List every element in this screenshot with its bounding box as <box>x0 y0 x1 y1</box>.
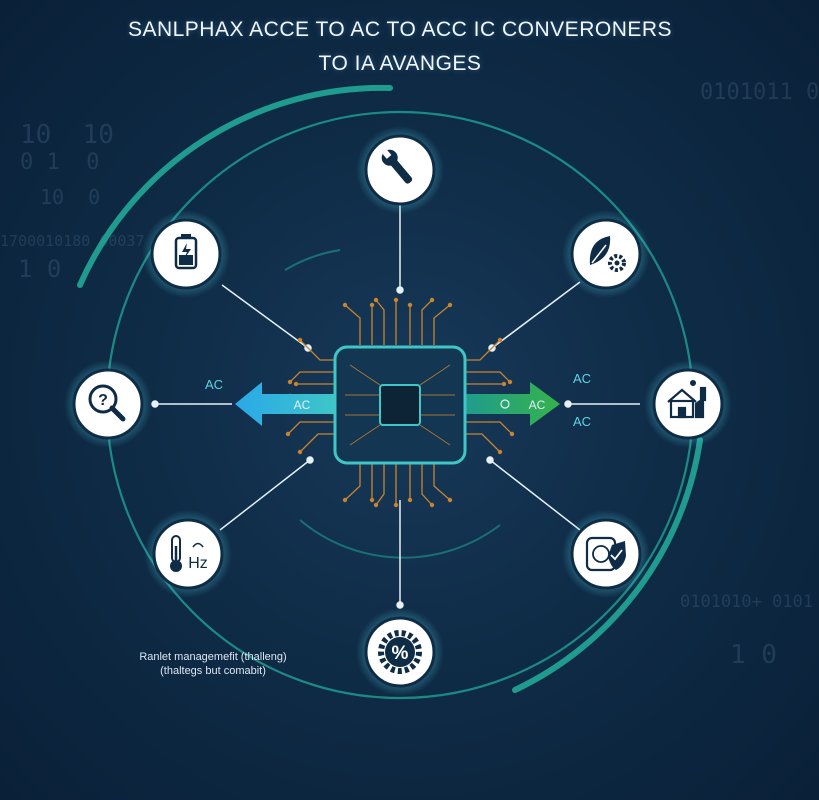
socket-shield-icon <box>585 536 626 572</box>
central-chip <box>333 345 467 465</box>
chip-core <box>379 384 421 426</box>
bg-digits-8: 0101010+ 0101 <box>680 592 814 612</box>
connector-dot <box>396 601 404 609</box>
node-bottom: % <box>356 608 444 696</box>
note-line-2: (thaltegs but comabit) <box>160 665 266 677</box>
converter-diagram: AC AC AC AC AC <box>64 84 732 700</box>
percent-glyph: % <box>392 643 409 664</box>
question-glyph: ? <box>98 392 108 409</box>
battery-icon <box>174 234 198 270</box>
arrow-left-inner-label: AC <box>294 398 311 412</box>
bg-digits-6: 0101011 0 <box>700 80 819 105</box>
wrench-icon <box>380 148 413 184</box>
hz-label: Hz <box>188 555 208 572</box>
arrow-right-inner-label: AC <box>529 398 546 412</box>
bg-digits-5: 1 0 <box>18 255 62 283</box>
connector-dot <box>396 286 404 294</box>
node-top-left <box>142 210 230 298</box>
inner-arc-bottom <box>299 519 501 559</box>
bg-digits-4: 1700010180 00037 <box>0 232 145 250</box>
arrow-right-dot <box>500 399 510 409</box>
bg-digits-7: 1 0 <box>730 640 777 670</box>
connector-dot <box>151 400 159 408</box>
arrow-right-outer-label-top: AC <box>573 371 591 386</box>
node-bottom-right <box>562 510 650 598</box>
bg-digits-1: 10 10 <box>20 120 114 150</box>
node-top-right <box>562 210 650 298</box>
house-factory-icon <box>667 380 707 419</box>
connector-top-left <box>221 284 309 349</box>
note-line-1: Ranlet managemefit (thalleng) <box>139 651 287 663</box>
connector-dot <box>306 456 314 464</box>
ac-arrow-right: AC <box>462 382 560 426</box>
outer-arc-top <box>77 84 393 288</box>
magnifier-question-icon: ? <box>88 384 126 422</box>
bg-digits-3: 10 0 <box>40 185 101 209</box>
ac-arrow-left: AC <box>235 382 340 426</box>
title-line-1: SANLPHAX ACCE TO AC TO ACC IC CONVERONER… <box>127 18 673 41</box>
arrow-right-outer-label-bottom: AC <box>573 414 591 429</box>
title-line-2: TO IA AVANGES <box>318 52 482 75</box>
connector-top-right <box>491 281 581 349</box>
thermometer-hz-icon: Hz <box>170 535 208 572</box>
inner-arc-top <box>284 249 341 271</box>
bg-digits-2: 0 1 0 <box>20 150 100 175</box>
node-bottom-left: Hz <box>144 510 232 598</box>
connector-dot <box>564 400 572 408</box>
connector-bottom-right <box>489 459 581 531</box>
leaf-gear-icon <box>589 236 626 272</box>
connector-bottom-left <box>219 459 311 531</box>
node-right <box>644 360 732 448</box>
arrow-left-outer-label: AC <box>205 377 223 392</box>
connector-dot <box>486 456 494 464</box>
percent-gear-icon: % <box>378 630 422 674</box>
outer-arc-right <box>512 437 703 693</box>
node-left: ? <box>64 360 152 448</box>
node-top <box>356 126 444 214</box>
